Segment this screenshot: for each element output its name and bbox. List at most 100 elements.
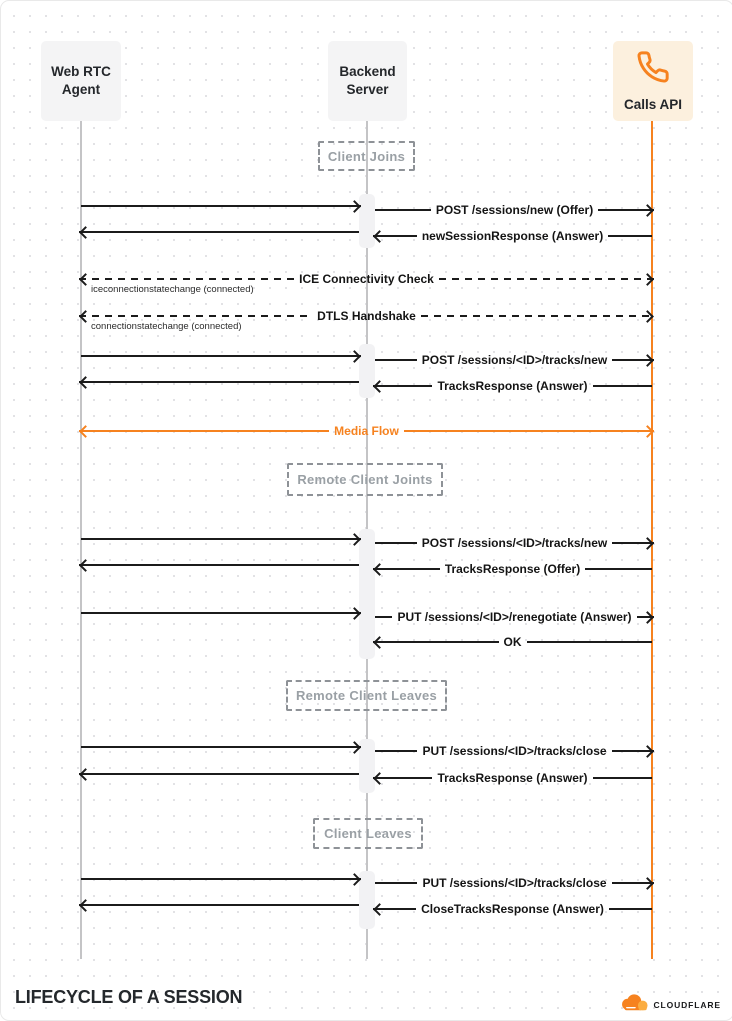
arrow-line [373, 776, 433, 780]
arrowhead-left-icon [79, 309, 92, 323]
arrowhead-right-icon [641, 309, 654, 323]
arrow-line [598, 208, 654, 212]
arrow-line [585, 567, 653, 571]
arrow-line [373, 384, 433, 388]
arrow-m22: TracksResponse (Answer) [373, 770, 652, 786]
arrow-label: newSessionResponse (Answer) [421, 229, 604, 243]
phone-icon [636, 50, 670, 89]
arrow-m11: Media Flow [79, 423, 655, 439]
lifeline-calls [651, 121, 653, 959]
arrowhead-right-icon [348, 872, 361, 886]
phase-label-p3: Remote Client Leaves [286, 680, 447, 711]
arrow-line [79, 903, 359, 907]
arrow-line [373, 640, 499, 644]
event-note: connectionstatechange (connected) [91, 321, 242, 332]
arrow-label: TracksResponse (Offer) [444, 562, 581, 576]
arrow-label: TracksResponse (Answer) [437, 379, 588, 393]
arrow-m12 [81, 531, 361, 547]
arrow-line [592, 384, 652, 388]
arrowhead-right-icon [348, 349, 361, 363]
actor-backend-server: Backend Server [328, 41, 407, 121]
arrowhead-left-icon [373, 902, 386, 916]
activation-bar [359, 871, 375, 929]
activation-bar [359, 194, 375, 248]
arrowhead-left-icon [79, 375, 92, 389]
arrow-m19 [81, 739, 361, 755]
arrowhead-left-icon [79, 225, 92, 239]
actor-label: Backend Server [339, 63, 396, 97]
arrow-line [79, 563, 359, 567]
event-note: iceconnectionstatechange (connected) [91, 284, 254, 295]
arrow-m1 [81, 198, 361, 214]
arrow-label: CloseTracksResponse (Answer) [421, 902, 604, 916]
arrow-line [375, 615, 393, 619]
arrow-label: PUT /sessions/<ID>/tracks/close [422, 876, 607, 890]
arrow-line [79, 429, 330, 433]
page-title: LIFECYCLE OF A SESSION [15, 987, 243, 1007]
arrow-line [81, 877, 361, 881]
activation-bar [359, 529, 375, 659]
arrowhead-right-icon [641, 424, 654, 438]
arrow-m6: DTLS Handshake [79, 308, 655, 324]
arrow-line [373, 567, 440, 571]
actor-calls-api: Calls API [613, 41, 693, 121]
arrow-line [81, 204, 361, 208]
arrow-m13: POST /sessions/<ID>/tracks/new [375, 535, 655, 551]
arrowhead-right-icon [348, 532, 361, 546]
arrowhead-left-icon [373, 562, 386, 576]
arrow-line [79, 772, 359, 776]
arrowhead-right-icon [641, 744, 654, 758]
arrow-m25 [79, 897, 359, 913]
arrowhead-right-icon [348, 606, 361, 620]
arrow-label: TracksResponse (Answer) [437, 771, 588, 785]
arrow-line [81, 537, 361, 541]
arrowhead-right-icon [641, 536, 654, 550]
arrow-line [81, 611, 361, 615]
actor-webrtc-agent: Web RTC Agent [41, 41, 121, 121]
arrow-line [79, 277, 295, 281]
arrow-label: PUT /sessions/<ID>/renegotiate (Answer) [397, 610, 632, 624]
arrowhead-right-icon [641, 610, 654, 624]
arrow-m10: TracksResponse (Answer) [373, 378, 652, 394]
activation-bar [359, 344, 375, 398]
actor-label: Web RTC Agent [51, 63, 111, 97]
arrowhead-right-icon [348, 199, 361, 213]
arrow-m21 [79, 766, 359, 782]
arrowhead-right-icon [641, 203, 654, 217]
arrow-m18: OK [373, 634, 652, 650]
arrow-m2: POST /sessions/new (Offer) [375, 202, 654, 218]
cloudflare-cloud-icon [618, 993, 649, 1017]
arrow-line [375, 541, 417, 545]
arrow-line [403, 429, 655, 433]
arrow-label: DTLS Handshake [317, 309, 416, 323]
arrow-line [81, 745, 361, 749]
arrow-m20: PUT /sessions/<ID>/tracks/close [375, 743, 655, 759]
arrow-m8: POST /sessions/<ID>/tracks/new [375, 352, 655, 368]
arrow-line [375, 881, 418, 885]
arrow-m16 [81, 605, 361, 621]
arrow-line [375, 208, 431, 212]
arrow-label: OK [503, 635, 522, 649]
arrow-line [373, 907, 417, 911]
arrowhead-left-icon [79, 767, 92, 781]
phase-label-p4: Client Leaves [313, 818, 423, 849]
arrow-label: POST /sessions/<ID>/tracks/new [421, 353, 608, 367]
arrow-line [375, 358, 417, 362]
arrow-line [526, 640, 652, 644]
arrow-m17: PUT /sessions/<ID>/renegotiate (Answer) [375, 609, 655, 625]
arrow-line [592, 776, 652, 780]
arrowhead-left-icon [79, 898, 92, 912]
arrow-label: PUT /sessions/<ID>/tracks/close [422, 744, 607, 758]
arrowhead-left-icon [79, 558, 92, 572]
arrow-line [375, 749, 418, 753]
arrow-line [611, 881, 655, 885]
arrowhead-right-icon [641, 272, 654, 286]
arrowhead-left-icon [373, 635, 386, 649]
arrow-line [79, 380, 359, 384]
arrow-line [608, 234, 653, 238]
arrow-m15: TracksResponse (Offer) [373, 561, 653, 577]
arrow-m26: CloseTracksResponse (Answer) [373, 901, 652, 917]
arrow-line [420, 314, 655, 318]
arrow-label: Media Flow [334, 424, 399, 438]
